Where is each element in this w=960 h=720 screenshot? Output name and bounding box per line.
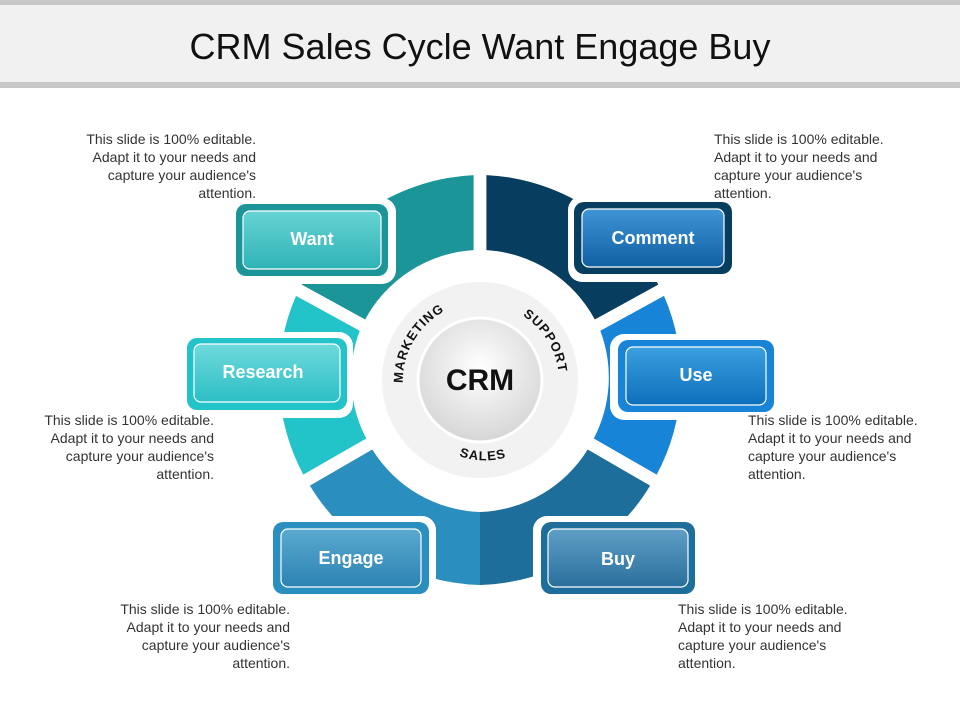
description-comment: This slide is 100% editable. Adapt it to… [714,131,884,201]
stage-label-want: Want [290,229,333,249]
description-engage: This slide is 100% editable. Adapt it to… [120,601,290,671]
description-want: This slide is 100% editable. Adapt it to… [86,131,256,201]
stage-box-research[interactable]: Research [181,332,353,418]
stage-label-use: Use [679,365,712,385]
title-top-rule [0,0,960,5]
stage-box-comment[interactable]: Comment [568,196,738,282]
page-title: CRM Sales Cycle Want Engage Buy [189,26,771,67]
title-band [0,0,960,88]
description-research: This slide is 100% editable. Adapt it to… [44,412,214,482]
center-disc [416,316,544,444]
stage-box-buy[interactable]: Buy [533,516,703,602]
stage-box-use[interactable]: Use [610,334,780,420]
title-bottom-rule [0,82,960,88]
description-use: This slide is 100% editable. Adapt it to… [748,412,918,482]
center-label: CRM [446,364,514,397]
stage-label-buy: Buy [601,549,635,569]
stage-label-engage: Engage [318,548,383,568]
description-buy: This slide is 100% editable. Adapt it to… [678,601,848,671]
stage-box-engage[interactable]: Engage [266,516,436,602]
stage-label-research: Research [222,362,303,382]
ring-label-sales: SALES [458,445,507,464]
stage-box-want[interactable]: Want [230,198,396,284]
stage-label-comment: Comment [611,228,694,248]
